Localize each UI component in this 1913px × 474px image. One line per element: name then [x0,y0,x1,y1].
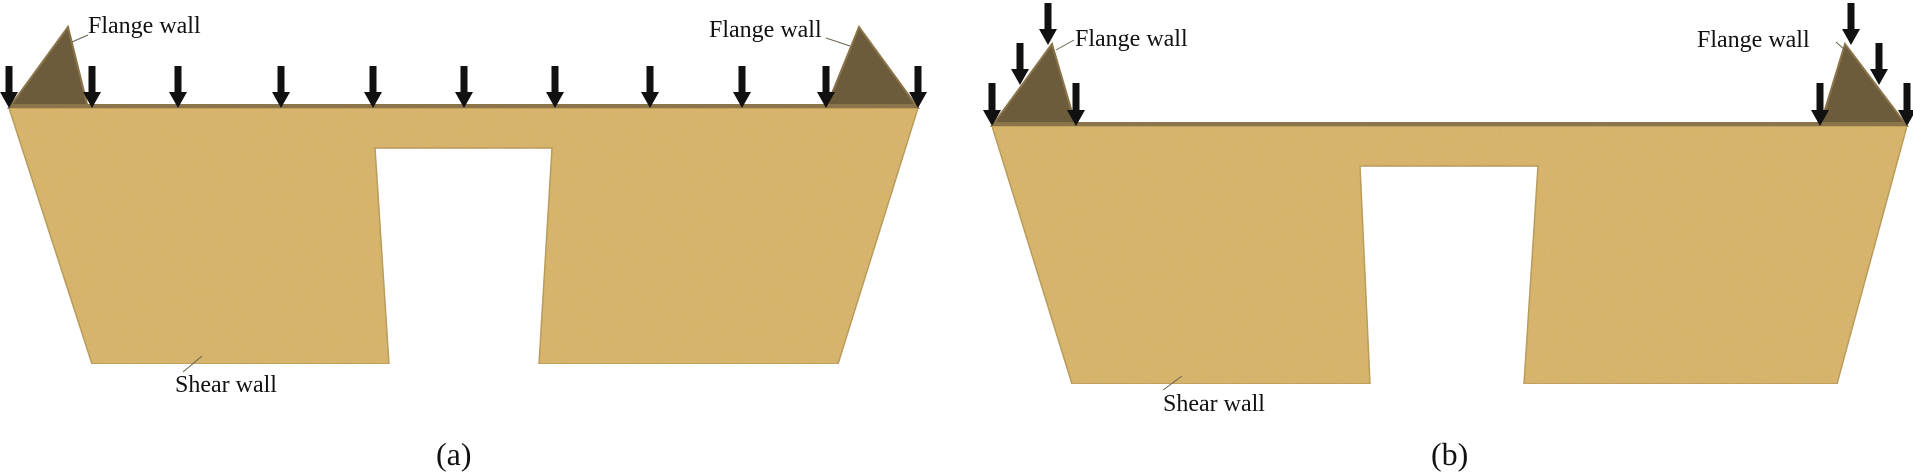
flange-wall-right-a [824,24,920,109]
flange-wall-left-a [7,24,90,109]
load-a-arrowhead-6 [455,92,473,108]
shear-wall-b [990,125,1908,385]
flange-label-left-a: Flange wall [88,13,201,39]
leader-shear-b [1162,375,1183,391]
leader-flange-left-a [71,34,89,43]
flange-label-right-a: Flange wall [709,17,822,43]
load-a-arrowhead-8 [641,92,659,108]
flange-label-right-b: Flange wall [1697,27,1810,53]
flange-wall-left-b [990,41,1078,127]
load-b-arrowhead-4 [1067,110,1085,126]
load-b-arrowhead-5 [1811,110,1829,126]
load-b-arrowhead-6 [1842,29,1860,45]
leader-shear-a [182,355,203,373]
load-b-arrowhead-8 [1898,110,1913,126]
load-a-arrowhead-3 [169,92,187,108]
leader-flange-right-b [1835,41,1846,51]
load-a-arrowhead-2 [83,92,101,108]
load-b-arrowhead-7 [1870,69,1888,85]
load-a-arrowhead-10 [817,92,835,108]
load-b-arrowhead-1 [983,110,1001,126]
load-a-arrowhead-1 [0,92,18,108]
shear-label-b: Shear wall [1163,391,1265,417]
leader-flange-right-a [825,37,851,47]
caption-a: (a) [436,436,472,472]
load-a-arrowhead-9 [733,92,751,108]
load-arrows-b [983,3,1913,126]
load-arrows-a [0,66,927,108]
load-a-arrowhead-11 [909,92,927,108]
caption-b: (b) [1431,436,1468,472]
leader-flange-left-b [1055,39,1075,51]
load-b-arrowhead-2 [1011,69,1029,85]
load-a-arrowhead-7 [546,92,564,108]
load-b-arrowhead-3 [1039,29,1057,45]
panel-b: Flange wall Flange wall Shear wall (b) [983,3,1913,472]
shear-label-a: Shear wall [175,372,277,398]
load-a-arrowhead-4 [272,92,290,108]
shear-wall-a [7,107,920,365]
panel-a: Flange wall Flange wall Shear wall (a) [0,13,927,472]
flange-label-left-b: Flange wall [1075,26,1188,52]
load-a-arrowhead-5 [364,92,382,108]
flange-wall-right-b [1818,41,1910,127]
